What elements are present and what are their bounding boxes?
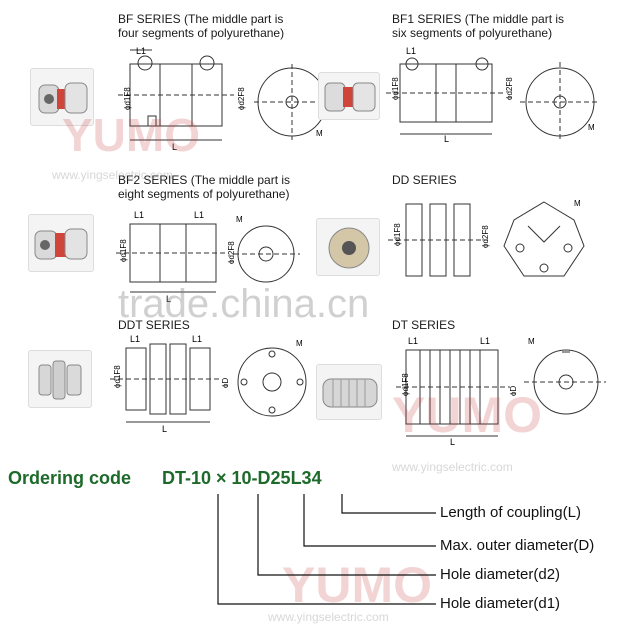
dt-series-title: DT SERIES [392,318,455,332]
bf2-end-drawing: M [234,215,300,283]
bf2-series-title: BF2 SERIES (The middle part is eight seg… [118,173,290,201]
bf1-l1-label: L1 [406,46,416,56]
dd-series-title: DD SERIES [392,173,457,187]
dd-m-label: M [574,199,581,208]
dt-l1-right-label: L1 [480,336,490,346]
bf1-m-label: M [588,123,595,132]
ordering-code-value: DT-10 × 10-D25L34 [162,468,322,488]
bf2-coupling-photo [28,214,94,272]
dt-m-label: M [528,337,535,346]
bf2-d1-label: ϕd1F8 [119,239,128,262]
dd-d2-label: ϕd2F8 [481,225,490,248]
leader-line-length [341,494,436,514]
bf-d1-label: ϕd1F8 [123,87,132,110]
leader-line-outer-diameter [303,494,436,547]
bf1-end-drawing: M [520,62,600,142]
legend-hole-d2: Hole diameter(d2) [440,566,561,583]
bf1-title-line1: BF1 SERIES (The middle part is [392,12,565,26]
bf2-title-line2: eight segments of polyurethane) [118,187,290,201]
dt-d1-label: ϕd1F8 [401,373,410,396]
ddt-l-label: L [162,424,167,434]
bf-l1-label: L1 [136,46,146,56]
ddt-series-title: DDT SERIES [118,318,190,332]
bf-d2-label: ϕd2F8 [237,87,246,110]
dt-coupling-photo [316,364,382,420]
ddt-d-label: ϕD [221,378,228,388]
legend-length: Length of coupling(L) [440,504,581,521]
legend-hole-d1: Hole diameter(d1) [440,595,561,612]
bf2-m-label: M [236,215,243,224]
ddt-coupling-photo [28,350,92,408]
legend-outer-diameter: Max. outer diameter(D) [440,537,595,554]
bf1-side-drawing: L1 L ϕd1F8 ϕd2F8 [386,46,512,144]
bf2-side-drawing: L1 L1 L ϕd1F8 ϕd2F8 [116,210,234,304]
bf-coupling-photo [30,68,94,126]
bf2-l-label: L [166,294,171,304]
bf-series-title: BF SERIES (The middle part is four segme… [118,12,284,40]
dd-end-drawing: M [503,199,585,277]
leader-line-d1 [217,494,436,605]
bf-l-label: L [172,142,177,152]
bf1-coupling-photo [318,72,380,120]
bf2-d2-label: ϕd2F8 [227,241,234,264]
bf-title-line1: BF SERIES (The middle part is [118,12,284,26]
ordering-code-label: Ordering code [8,468,132,488]
ddt-end-drawing: M [237,339,307,417]
dt-title-line1: DT SERIES [392,318,456,332]
ddt-m-label: M [296,339,303,348]
bf1-d2-label: ϕd2F8 [505,77,512,100]
dd-side-drawing: ϕd1F8 ϕd2F8 [388,203,490,277]
bf2-l1-right-label: L1 [194,210,204,220]
dt-d-label: ϕD [509,386,516,396]
leader-line-d2 [257,494,436,576]
dt-end-drawing: M [524,337,606,415]
bf1-d1-label: ϕd1F8 [391,77,400,100]
bf2-l1-left-label: L1 [134,210,144,220]
bf1-l-label: L [444,134,449,144]
ddt-l1-right-label: L1 [192,334,202,344]
dt-side-drawing: L1 L1 L ϕd1F8 ϕD [396,336,516,446]
ddt-d1-label: ϕd1F8 [113,365,122,388]
bf1-title-line2: six segments of polyurethane) [392,26,553,40]
bf1-series-title: BF1 SERIES (The middle part is six segme… [392,12,564,40]
dd-d1-label: ϕd1F8 [393,223,402,246]
ddt-l1-left-label: L1 [130,334,140,344]
ddt-title-line1: DDT SERIES [118,318,190,332]
dt-l-label: L [450,437,455,446]
dd-coupling-photo [316,218,380,276]
bf-side-drawing: L1 L ϕd1F8 ϕd2F8 [118,46,246,152]
bf2-title-line1: BF2 SERIES (The middle part is [118,173,291,187]
bf-m-label: M [316,129,323,138]
ddt-side-drawing: L1 L1 L ϕd1F8 ϕD [110,334,228,434]
bf-title-line2: four segments of polyurethane) [118,26,285,40]
dt-l1-left-label: L1 [408,336,418,346]
dd-title-line1: DD SERIES [392,173,457,187]
